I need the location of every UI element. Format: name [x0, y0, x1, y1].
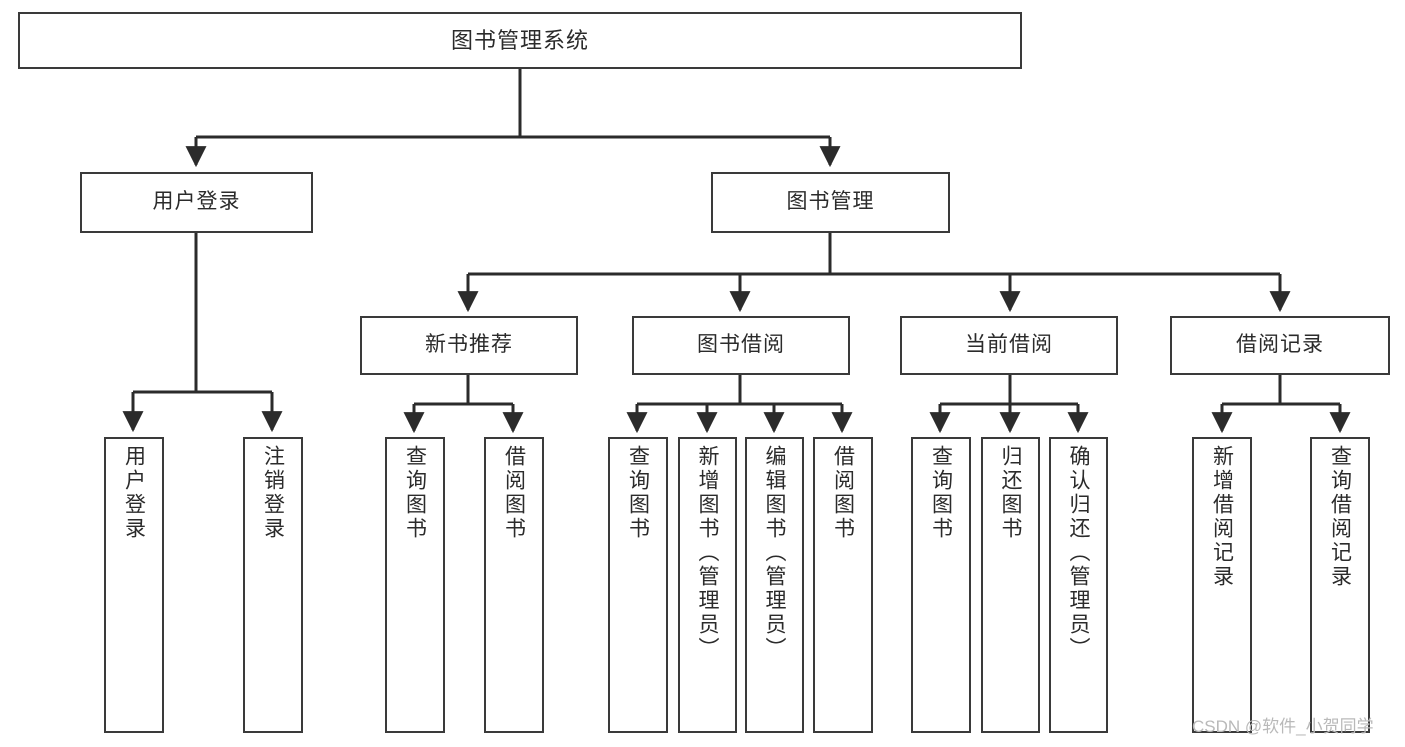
node-book-borrow[interactable]: 图书借阅 — [632, 316, 850, 375]
leaf-record-query-record[interactable]: 查询借阅记录 — [1310, 437, 1370, 733]
node-label: 图书借阅 — [697, 333, 785, 357]
node-label: 借阅图书 — [831, 445, 855, 541]
node-label: 编辑图书（管理员） — [763, 445, 787, 661]
leaf-borrow-add-book[interactable]: 新增图书（管理员） — [678, 437, 737, 733]
node-label: 查询图书 — [929, 445, 953, 541]
leaf-current-query-book[interactable]: 查询图书 — [911, 437, 971, 733]
node-label: 新书推荐 — [425, 333, 513, 357]
node-label: 借阅记录 — [1236, 333, 1324, 357]
node-label: 用户登录 — [152, 190, 241, 214]
node-label: 新增借阅记录 — [1210, 445, 1234, 589]
node-new-book-recommend[interactable]: 新书推荐 — [360, 316, 578, 375]
leaf-user-login-signout[interactable]: 注销登录 — [243, 437, 303, 733]
node-user-login[interactable]: 用户登录 — [80, 172, 313, 233]
node-borrow-record[interactable]: 借阅记录 — [1170, 316, 1390, 375]
leaf-current-confirm-return[interactable]: 确认归还（管理员） — [1049, 437, 1108, 733]
node-label: 图书管理系统 — [450, 27, 589, 53]
leaf-borrow-borrow-book[interactable]: 借阅图书 — [813, 437, 873, 733]
node-book-management[interactable]: 图书管理 — [711, 172, 950, 233]
node-label: 图书管理 — [786, 190, 875, 214]
node-label: 新增图书（管理员） — [696, 445, 720, 661]
node-label: 查询图书 — [626, 445, 650, 541]
leaf-current-return-book[interactable]: 归还图书 — [981, 437, 1040, 733]
node-root-system[interactable]: 图书管理系统 — [18, 12, 1022, 69]
node-label: 查询图书 — [403, 445, 427, 541]
node-label: 借阅图书 — [502, 445, 526, 541]
node-label: 查询借阅记录 — [1328, 445, 1352, 589]
node-label: 注销登录 — [261, 445, 285, 541]
node-label: 确认归还（管理员） — [1067, 445, 1091, 661]
leaf-borrow-edit-book[interactable]: 编辑图书（管理员） — [745, 437, 804, 733]
node-label: 归还图书 — [999, 445, 1023, 541]
leaf-record-add-record[interactable]: 新增借阅记录 — [1192, 437, 1252, 733]
leaf-recommend-query-book[interactable]: 查询图书 — [385, 437, 445, 733]
node-label: 当前借阅 — [965, 333, 1053, 357]
watermark-text: CSDN @软件_小贺同学 — [1192, 717, 1374, 736]
node-label: 用户登录 — [122, 445, 146, 541]
node-current-borrow[interactable]: 当前借阅 — [900, 316, 1118, 375]
leaf-user-login-signin[interactable]: 用户登录 — [104, 437, 164, 733]
leaf-recommend-borrow-book[interactable]: 借阅图书 — [484, 437, 544, 733]
leaf-borrow-query-book[interactable]: 查询图书 — [608, 437, 668, 733]
